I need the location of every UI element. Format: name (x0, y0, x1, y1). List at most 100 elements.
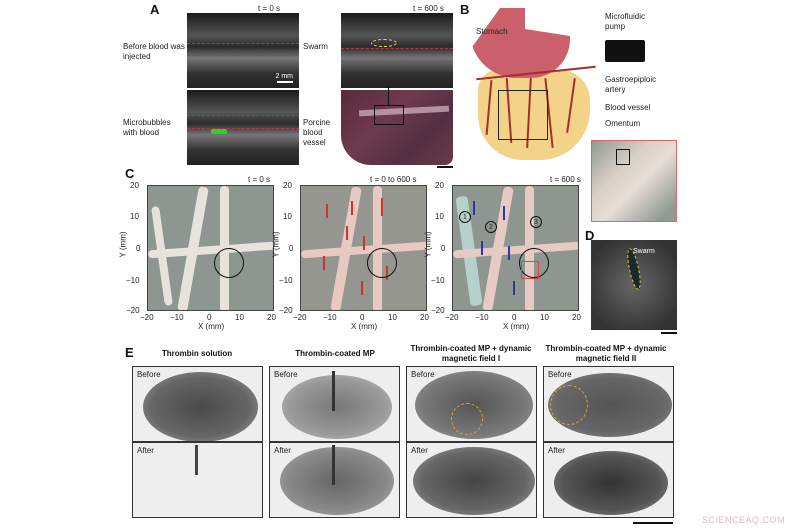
before-tag: Before (274, 370, 298, 379)
scalebar (661, 332, 677, 334)
label-omentum: Omentum (605, 119, 641, 128)
plot-t0-600-time: t = 0 to 600 s (370, 175, 417, 184)
x-axis-label: X (mm) (503, 322, 530, 331)
column-1-title: Thrombin solution (161, 349, 233, 358)
omentum-inset-box (498, 90, 548, 140)
label-blood-vessel: Blood vessel (605, 103, 651, 112)
omentum-shape (478, 70, 590, 160)
before-tag: Before (137, 370, 161, 379)
col1-after-image: After (132, 442, 263, 518)
inset-box (374, 105, 404, 125)
panel-b-letter: B (460, 2, 470, 17)
column-4-title: Thrombin-coated MP + dynamic magnetic fi… (545, 344, 667, 363)
panel-d-letter: D (585, 228, 595, 243)
label-porcine-vessel: Porcine blood vessel (303, 118, 331, 147)
panel-a-time-right: t = 600 s (413, 4, 444, 13)
xtick: −20 (445, 313, 459, 322)
xtick: 0 (512, 313, 517, 322)
zoom-inset-box (616, 149, 630, 165)
col2-after-image: After (269, 442, 400, 518)
xtick: −10 (475, 313, 489, 322)
ytick: 0 (136, 244, 141, 253)
y-axis-label: Y (mm) (423, 231, 433, 258)
col1-before-image: Before (132, 366, 263, 442)
porcine-vessel-photo (341, 90, 453, 165)
target-circle (214, 248, 244, 278)
ultrasound-microbubbles-image (187, 90, 299, 165)
scalebar (633, 522, 673, 524)
region-3-marker: 3 (530, 216, 542, 228)
panel-e-letter: E (125, 345, 134, 360)
xtick: −20 (140, 313, 154, 322)
label-swarm: Swarm (303, 42, 328, 51)
scalebar (277, 81, 293, 83)
ytick: 20 (283, 181, 292, 190)
target-area-circle (550, 385, 588, 425)
connector-line (388, 86, 389, 106)
panel-a-time-left: t = 0 s (258, 4, 281, 13)
after-tag: After (411, 446, 428, 455)
xtick: 10 (540, 313, 549, 322)
ytick: 20 (130, 181, 139, 190)
swarm-label: Swarm (633, 248, 655, 255)
region-1-marker: 1 (459, 211, 471, 223)
col3-before-image: Before (406, 366, 537, 442)
target-circle (367, 248, 397, 278)
xtick: 20 (267, 313, 276, 322)
ytick: −20 (279, 306, 293, 315)
plot-t0-600 (300, 185, 427, 311)
xtick: −10 (170, 313, 184, 322)
xtick: 0 (207, 313, 212, 322)
panel-a-letter: A (150, 2, 160, 17)
x-axis-label: X (mm) (198, 322, 225, 331)
scalebar (437, 166, 453, 168)
ytick: −10 (279, 276, 293, 285)
ultrasound-before-image: 2 mm (187, 13, 299, 88)
ytick: −10 (126, 276, 140, 285)
ultrasound-swarm-image (341, 13, 453, 88)
zoom-region-box (521, 261, 539, 279)
label-microbubbles: Microbubbles with blood (123, 118, 171, 137)
xtick: 20 (420, 313, 429, 322)
ytick: −20 (431, 306, 445, 315)
xtick: 0 (360, 313, 365, 322)
plot-t600: 1 2 3 (452, 185, 579, 311)
panel-c-letter: C (125, 166, 135, 181)
swarm-outline (371, 39, 397, 47)
watermark: SCIENCEAQ.COM (702, 515, 786, 525)
ytick: 0 (289, 244, 294, 253)
ytick: −20 (126, 306, 140, 315)
after-tag: After (137, 446, 154, 455)
target-circle (519, 248, 549, 278)
plot-t0-time: t = 0 s (248, 175, 271, 184)
xtick: 20 (572, 313, 581, 322)
col4-before-image: Before (543, 366, 674, 442)
col4-after-image: After (543, 442, 674, 518)
microbubble-marker (211, 129, 227, 134)
label-gastroepiploic-artery: Gastroepiploic artery (605, 75, 657, 94)
column-2-title: Thrombin-coated MP (295, 349, 375, 358)
xtick: 10 (235, 313, 244, 322)
x-axis-label: X (mm) (351, 322, 378, 331)
xtick: −20 (293, 313, 307, 322)
before-tag: Before (411, 370, 435, 379)
scalebar-label: 2 mm (275, 73, 294, 80)
plot-t0 (147, 185, 274, 311)
after-tag: After (274, 446, 291, 455)
omentum-zoom-photo (591, 140, 677, 222)
xtick: −10 (323, 313, 337, 322)
swarm-ultrasound-image: Swarm (591, 240, 677, 330)
col2-before-image: Before (269, 366, 400, 442)
plot-t600-time: t = 600 s (550, 175, 581, 184)
ytick: 0 (441, 244, 446, 253)
xtick: 10 (388, 313, 397, 322)
ytick: 10 (130, 212, 139, 221)
region-2-marker: 2 (485, 221, 497, 233)
label-microfluidic-pump: Microfluidic pump (605, 12, 646, 31)
column-3-title: Thrombin-coated MP + dynamic magnetic fi… (410, 344, 532, 363)
y-axis-label: Y (mm) (118, 231, 128, 258)
label-before-blood: Before blood was injected (123, 42, 185, 61)
ytick: 20 (435, 181, 444, 190)
ytick: −10 (431, 276, 445, 285)
ytick: 10 (435, 212, 444, 221)
